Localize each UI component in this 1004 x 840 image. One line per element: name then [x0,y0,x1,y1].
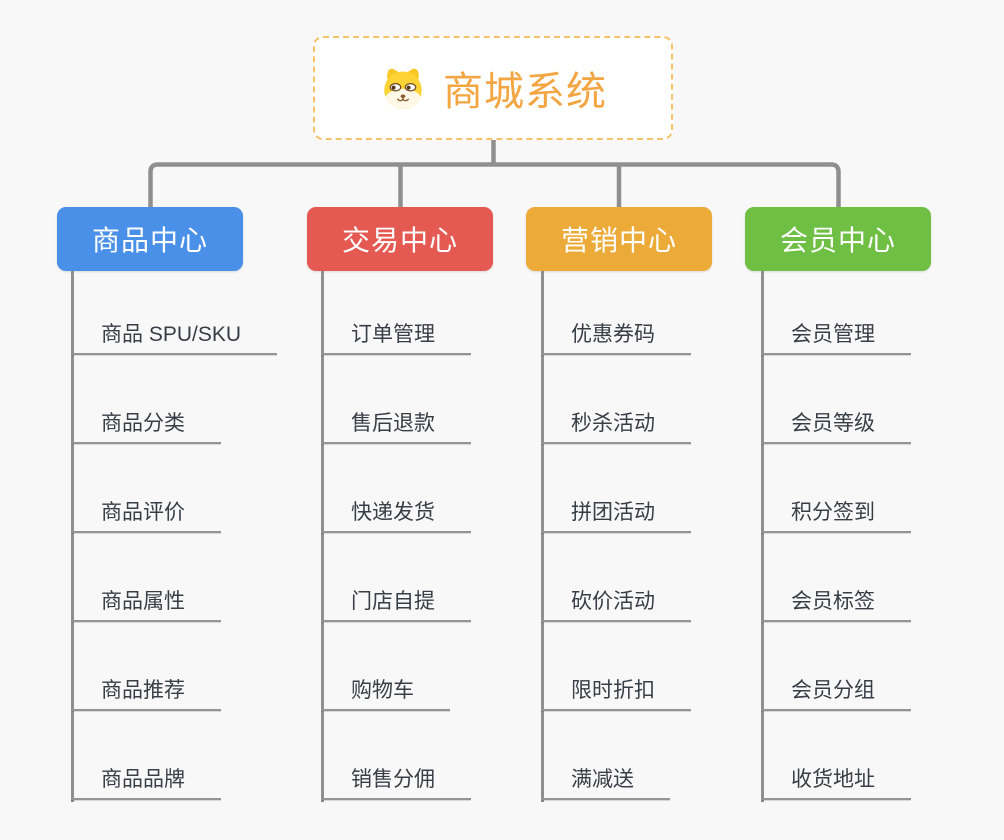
branch-header-marketing-center[interactable]: 营销中心 [526,207,712,271]
list-item[interactable]: 商品 SPU/SKU [71,318,278,355]
list-item[interactable]: 限时折扣 [541,674,691,711]
list-item[interactable]: 会员标签 [761,585,911,622]
list-item[interactable]: 商品推荐 [71,674,221,711]
branch-header-trade-center[interactable]: 交易中心 [307,207,493,271]
branch-header-product-center[interactable]: 商品中心 [57,207,243,271]
list-item[interactable]: 拼团活动 [541,496,691,533]
dog-face-icon [384,68,422,109]
list-item[interactable]: 商品分类 [71,407,221,444]
list-item[interactable]: 销售分佣 [321,763,471,800]
branch-header-member-center[interactable]: 会员中心 [745,207,931,271]
list-item[interactable]: 会员管理 [761,318,911,355]
list-item[interactable]: 会员等级 [761,407,911,444]
branch-spine-line [541,271,544,802]
list-item[interactable]: 收货地址 [761,763,911,800]
root-node[interactable]: 商城系统 [313,36,673,140]
list-item[interactable]: 快递发货 [321,496,471,533]
list-item[interactable]: 购物车 [321,674,450,711]
branch-spine-line [321,271,324,802]
list-item[interactable]: 商品评价 [71,496,221,533]
list-item[interactable]: 砍价活动 [541,585,691,622]
list-item[interactable]: 会员分组 [761,674,911,711]
list-item[interactable]: 商品品牌 [71,763,221,800]
branch-spine-line [71,271,74,802]
list-item[interactable]: 商品属性 [71,585,221,622]
branch-spine-line [761,271,764,802]
list-item[interactable]: 优惠券码 [541,318,691,355]
list-item[interactable]: 积分签到 [761,496,911,533]
list-item[interactable]: 售后退款 [321,407,471,444]
list-item[interactable]: 订单管理 [321,318,471,355]
list-item[interactable]: 满减送 [541,763,670,800]
root-title: 商城系统 [443,70,607,114]
list-item[interactable]: 门店自提 [321,585,471,622]
list-item[interactable]: 秒杀活动 [541,407,691,444]
